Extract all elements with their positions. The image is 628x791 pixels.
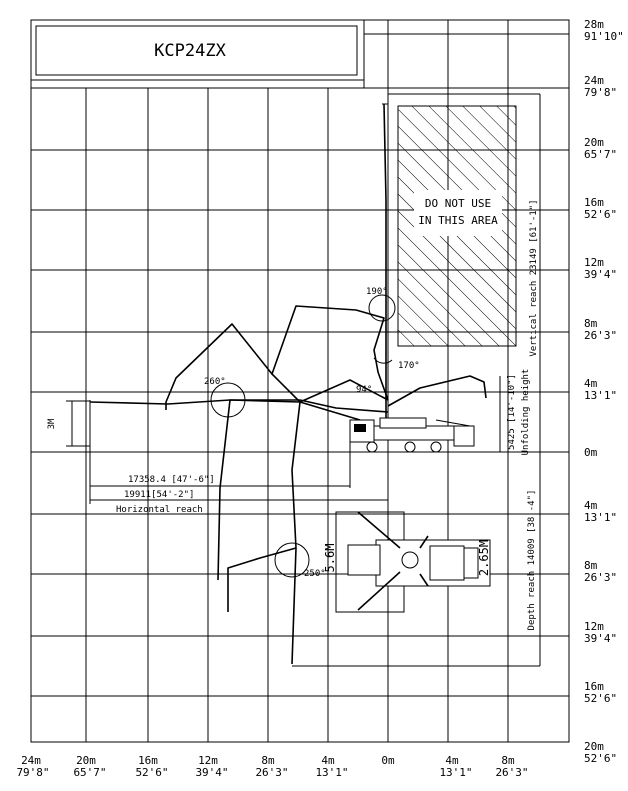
horizontal-reach-label: Horizontal reach xyxy=(116,505,203,515)
right-axis-ft: 39'4" xyxy=(584,632,617,645)
dimension-labels: 17358.4 [47'-6"] 19911[54'-2"] Horizonta… xyxy=(47,199,539,630)
right-axis-m: 12m xyxy=(584,620,604,633)
bottom-axis-m: 4m xyxy=(321,754,335,767)
boom-positions xyxy=(89,103,487,665)
bottom-axis-ft: 52'6" xyxy=(135,766,168,779)
angle-label-250: 250° xyxy=(304,569,326,579)
right-axis-ft: 26'3" xyxy=(584,329,617,342)
bottom-axis-m: 0m xyxy=(381,754,395,767)
right-axis-m: 16m xyxy=(584,196,604,209)
bottom-axis-m: 12m xyxy=(198,754,218,767)
right-axis-ft: 52'6" xyxy=(584,692,617,705)
tip-height-label: 3M xyxy=(47,418,57,429)
right-axis-m: 28m xyxy=(584,18,604,31)
angle-label-94: 94° xyxy=(356,385,372,395)
restricted-zone: DO NOT USE IN THIS AREA xyxy=(397,105,517,347)
right-axis-ft: 79'8" xyxy=(584,86,617,99)
bottom-axis-m: 4m xyxy=(445,754,459,767)
reach-envelope xyxy=(66,93,541,667)
unfolding-height-label: Unfolding height xyxy=(521,369,531,456)
right-axis-ft: 91'10" xyxy=(584,30,624,43)
reach-dimension-1: 17358.4 [47'-6"] xyxy=(128,475,215,485)
angle-label-190: 190° xyxy=(366,287,388,297)
bottom-axis-ft: 65'7" xyxy=(73,766,106,779)
right-axis-m: 16m xyxy=(584,680,604,693)
warning-line-1: DO NOT USE xyxy=(425,197,491,210)
bottom-axis-ft: 13'1" xyxy=(439,766,472,779)
angle-label-260: 260° xyxy=(204,377,226,387)
right-axis-ft: 52'6" xyxy=(584,752,617,765)
right-axis-m: 24m xyxy=(584,74,604,87)
bottom-axis-m: 24m xyxy=(21,754,41,767)
right-axis-m: 12m xyxy=(584,256,604,269)
right-axis-ft: 26'3" xyxy=(584,571,617,584)
bottom-axis-ft: 79'8" xyxy=(16,766,49,779)
bottom-axis-ft: 13'1" xyxy=(315,766,348,779)
bottom-axis-m: 8m xyxy=(501,754,515,767)
right-axis-m: 20m xyxy=(584,740,604,753)
title-box: KCP24ZX xyxy=(30,19,365,81)
bottom-axis-m: 20m xyxy=(76,754,96,767)
angle-label-170: 170° xyxy=(398,361,420,371)
vertical-reach-label: Vertical reach 23149 [61'-1"] xyxy=(529,199,539,356)
right-axis-ft: 13'1" xyxy=(584,389,617,402)
bottom-axis-m: 16m xyxy=(138,754,158,767)
right-axis-ft: 65'7" xyxy=(584,148,617,161)
truck-top-view xyxy=(335,511,491,613)
bottom-axis-ft: 26'3" xyxy=(495,766,528,779)
right-axis-m: 8m xyxy=(584,317,598,330)
bottom-axis-m: 8m xyxy=(261,754,275,767)
right-axis-m: 4m xyxy=(584,499,598,512)
truck-side-view xyxy=(349,417,475,453)
diagram-title: KCP24ZX xyxy=(154,41,226,61)
right-axis-m: 0m xyxy=(584,446,598,459)
right-axis-m: 20m xyxy=(584,136,604,149)
bottom-axis-ft: 26'3" xyxy=(255,766,288,779)
bottom-axis: 24m 79'8" 20m 65'7" 16m 52'6" 12m 39'4" … xyxy=(16,754,528,779)
unfolding-height-value: 5425 [14'-10"] xyxy=(507,374,517,450)
outrigger-front-label: 5.6M xyxy=(323,544,337,573)
right-axis-m: 4m xyxy=(584,377,598,390)
right-axis-ft: 39'4" xyxy=(584,268,617,281)
reach-dimension-2: 19911[54'-2"] xyxy=(124,490,194,500)
warning-line-2: IN THIS AREA xyxy=(418,214,498,227)
outrigger-rear-label: 2.65M xyxy=(477,540,491,576)
right-axis-ft: 52'6" xyxy=(584,208,617,221)
grid xyxy=(30,19,570,743)
angle-labels: 190° 170° 94° 260° 250° xyxy=(204,287,420,579)
right-axis: 28m 91'10" 24m 79'8" 20m 65'7" 16m 52'6"… xyxy=(584,18,624,765)
right-axis-m: 8m xyxy=(584,559,598,572)
bottom-axis-ft: 39'4" xyxy=(195,766,228,779)
right-axis-ft: 13'1" xyxy=(584,511,617,524)
depth-reach-label: Depth reach 14009 [38'-4"] xyxy=(527,490,537,631)
